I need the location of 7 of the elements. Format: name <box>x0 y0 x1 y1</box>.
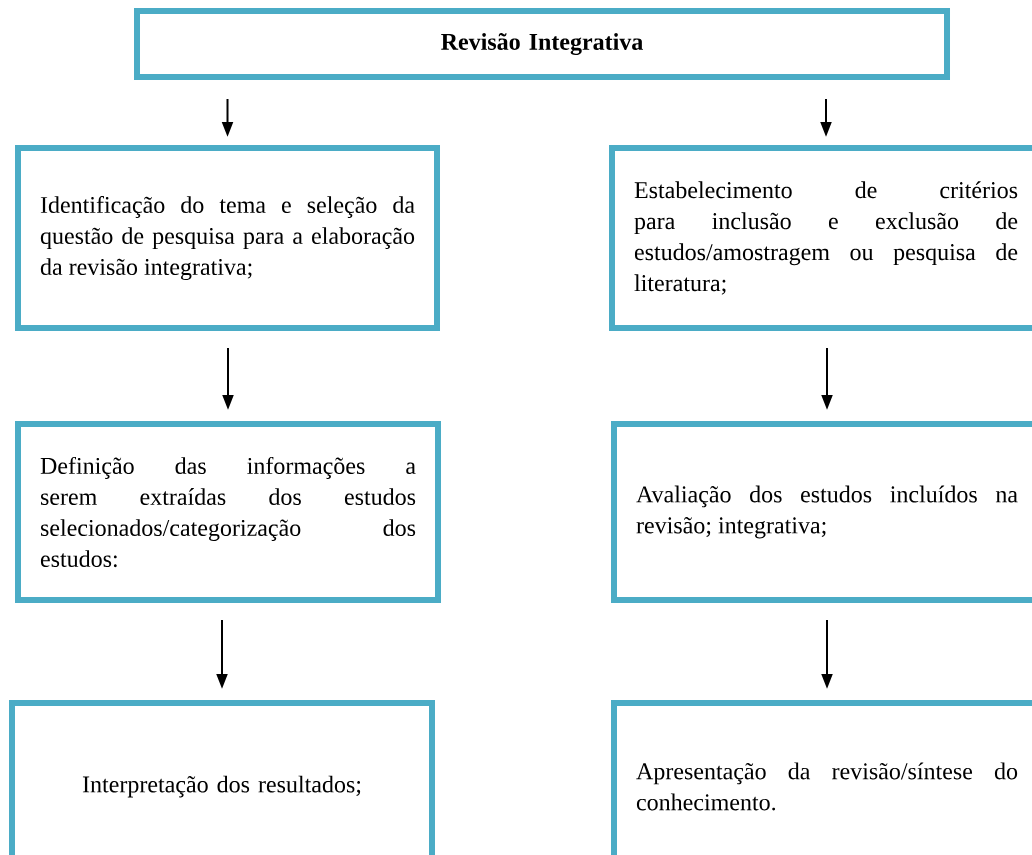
step-box: Definição das informações a serem extraídas dos estudos selecionados/categorização dos estudos: <box>15 421 441 603</box>
title-box: Revisão Integrativa <box>134 8 950 80</box>
step-box: Identificação do tema e seleção da questão de pesquisa para a elaboração da revisão integrativa; <box>15 145 440 331</box>
step-box: Estabelecimento de critérios para inclusão e exclusão de estudos/amostragem ou pesquisa de literatura; <box>609 145 1032 331</box>
step-box: Avaliação dos estudos incluídos na revisão; integrativa; <box>611 421 1032 603</box>
step-box: Interpretação dos resultados; <box>9 700 435 855</box>
step-box: Apresentação da revisão/síntese do conhecimento. <box>611 700 1032 855</box>
